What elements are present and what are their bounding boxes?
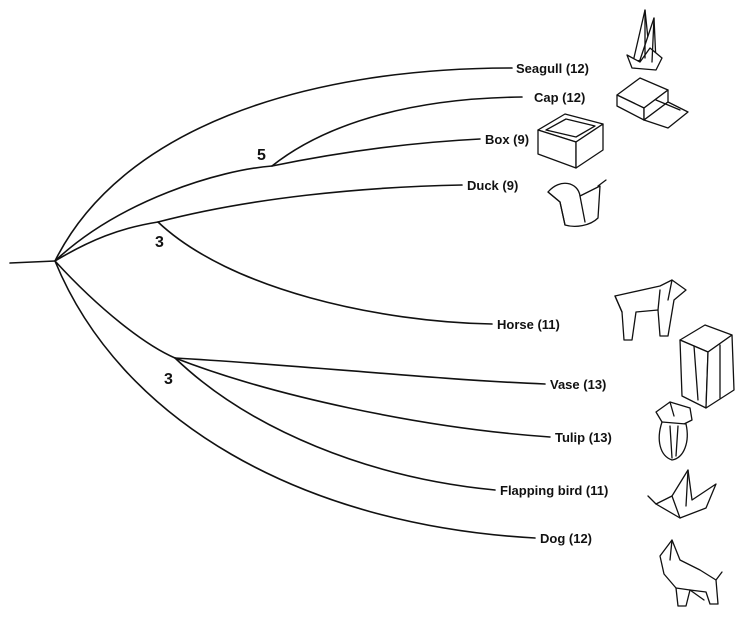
leaf-label-vase: Vase (13) <box>550 377 606 392</box>
leaf-label-box: Box (9) <box>485 132 529 147</box>
tulip-origami-icon <box>655 401 693 461</box>
branch-horse <box>157 221 493 325</box>
branch-vase <box>174 357 546 385</box>
node-label-cap-box: 5 <box>257 147 266 164</box>
leaf-label-duck: Duck (9) <box>467 178 518 193</box>
box-origami-icon <box>537 113 604 169</box>
branch-cap-box-stem <box>54 165 273 262</box>
leaf-label-flapping-bird: Flapping bird (11) <box>500 483 608 498</box>
leaf-label-seagull: Seagull (12) <box>516 61 589 76</box>
duck-origami-icon <box>547 179 607 227</box>
root-stem <box>9 260 56 264</box>
branch-lower-stem <box>54 260 176 359</box>
leaf-label-horse: Horse (11) <box>497 317 560 332</box>
leaf-label-cap: Cap (12) <box>534 90 585 105</box>
branch-duck-horse-stem <box>54 221 159 262</box>
branch-cap <box>271 96 523 167</box>
branch-flapping-bird <box>174 357 496 491</box>
leaf-label-tulip: Tulip (13) <box>555 430 612 445</box>
node-label-duck-horse: 3 <box>155 234 164 251</box>
branch-duck <box>157 184 463 223</box>
leaf-label-dog: Dog (12) <box>540 531 592 546</box>
node-label-lower-group: 3 <box>164 371 173 388</box>
dog-origami-icon <box>659 539 723 607</box>
cap-origami-icon <box>616 77 689 129</box>
vase-origami-icon <box>679 324 735 409</box>
branch-tulip <box>174 357 551 438</box>
horse-origami-icon <box>614 279 687 341</box>
flapping-bird-origami-icon <box>647 469 717 519</box>
branch-dog <box>54 260 536 539</box>
branch-box <box>271 138 481 167</box>
branch-seagull <box>54 67 513 262</box>
seagull-origami-icon <box>626 9 663 71</box>
